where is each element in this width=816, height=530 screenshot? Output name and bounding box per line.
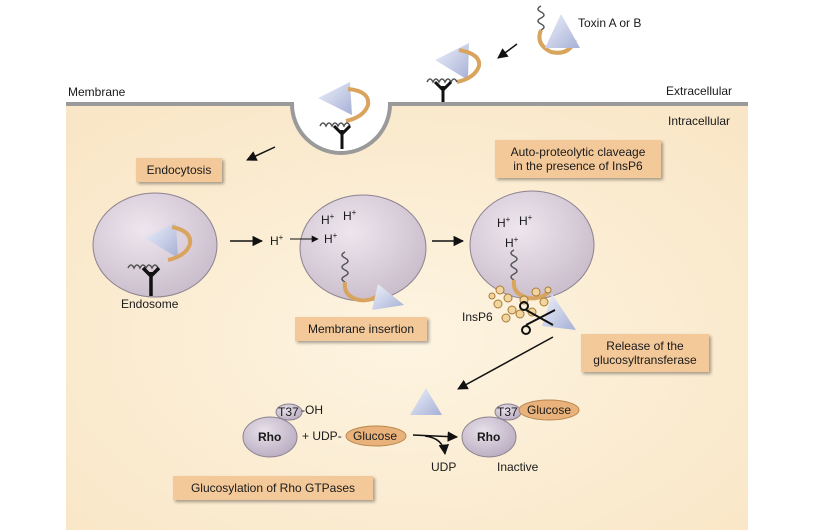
scissors-icon <box>519 301 556 335</box>
arrow-udp-release <box>424 435 450 456</box>
proton-v2-c: H+ <box>324 231 338 246</box>
release-box: Release of the glucosyltransferase <box>581 334 709 372</box>
arrow-release <box>457 336 554 390</box>
proton-outside: H+ <box>270 233 284 248</box>
arrow-toxin-approach <box>497 43 518 59</box>
udp-product-label: UDP <box>431 460 457 474</box>
free-toxin <box>537 5 580 55</box>
inactive-label: Inactive <box>497 460 539 474</box>
t37-label-substrate: T37 <box>278 405 299 419</box>
toxin-label: Toxin A or B <box>578 16 642 30</box>
endosome-label: Endosome <box>121 297 179 311</box>
arrow-to-endocytosis <box>246 146 276 161</box>
pit-toxin <box>318 82 371 149</box>
proton-v2-b: H+ <box>343 208 357 223</box>
receptor-bound-toxin <box>426 43 482 102</box>
proton-charge: + <box>351 208 357 217</box>
glucose-attached-label: Glucose <box>527 403 572 417</box>
proton-charge: + <box>513 235 519 244</box>
intracellular-label: Intracellular <box>668 114 731 128</box>
membrane-label: Membrane <box>68 85 126 99</box>
t37-residue-1 <box>275 403 303 421</box>
extracellular-label: Extracellular <box>666 84 733 98</box>
cell-membrane <box>66 102 748 155</box>
rho-label-substrate: Rho <box>258 430 282 444</box>
attached-glucose-oval <box>518 399 580 421</box>
proton-v2-a: H+ <box>321 212 335 227</box>
glucose-donor-label: Glucose <box>353 429 398 443</box>
proton-charge: + <box>329 212 335 221</box>
proton-charge: + <box>278 233 284 242</box>
proton-v3-a: H+ <box>497 215 511 230</box>
proton-charge: + <box>332 231 338 240</box>
t37-label-product: T37 <box>497 405 518 419</box>
insp6-label: InsP6 <box>462 310 493 324</box>
proton-charge: + <box>527 213 533 222</box>
glucosylation-box: Glucosylation of Rho GTPases <box>173 476 373 500</box>
autoproteolytic-box: Auto-proteolytic claveage in the presenc… <box>495 140 661 178</box>
plus-udp-text: + UDP <box>302 429 338 443</box>
udp-glucose-oval <box>345 425 407 447</box>
proton-charge: + <box>505 215 511 224</box>
acidified-vesicle <box>299 194 427 310</box>
rho-gtpase-substrate <box>242 416 298 458</box>
oh-text: OH <box>305 403 323 417</box>
plus-udp-label: + UDP- <box>302 429 342 443</box>
rho-label-product: Rho <box>477 430 501 444</box>
endosome-vesicle <box>92 192 218 298</box>
insp6-molecules <box>488 285 552 323</box>
rho-gtpase-product <box>461 416 517 458</box>
hydroxyl-label: -OH <box>301 403 323 417</box>
membrane-insertion-box: Membrane insertion <box>295 317 427 341</box>
arrow-reaction <box>412 431 459 442</box>
proton-v3-c: H+ <box>505 235 519 250</box>
glucosyltransferase-domain <box>410 388 442 415</box>
endocytosis-box: Endocytosis <box>136 158 222 182</box>
proton-v3-b: H+ <box>519 213 533 228</box>
